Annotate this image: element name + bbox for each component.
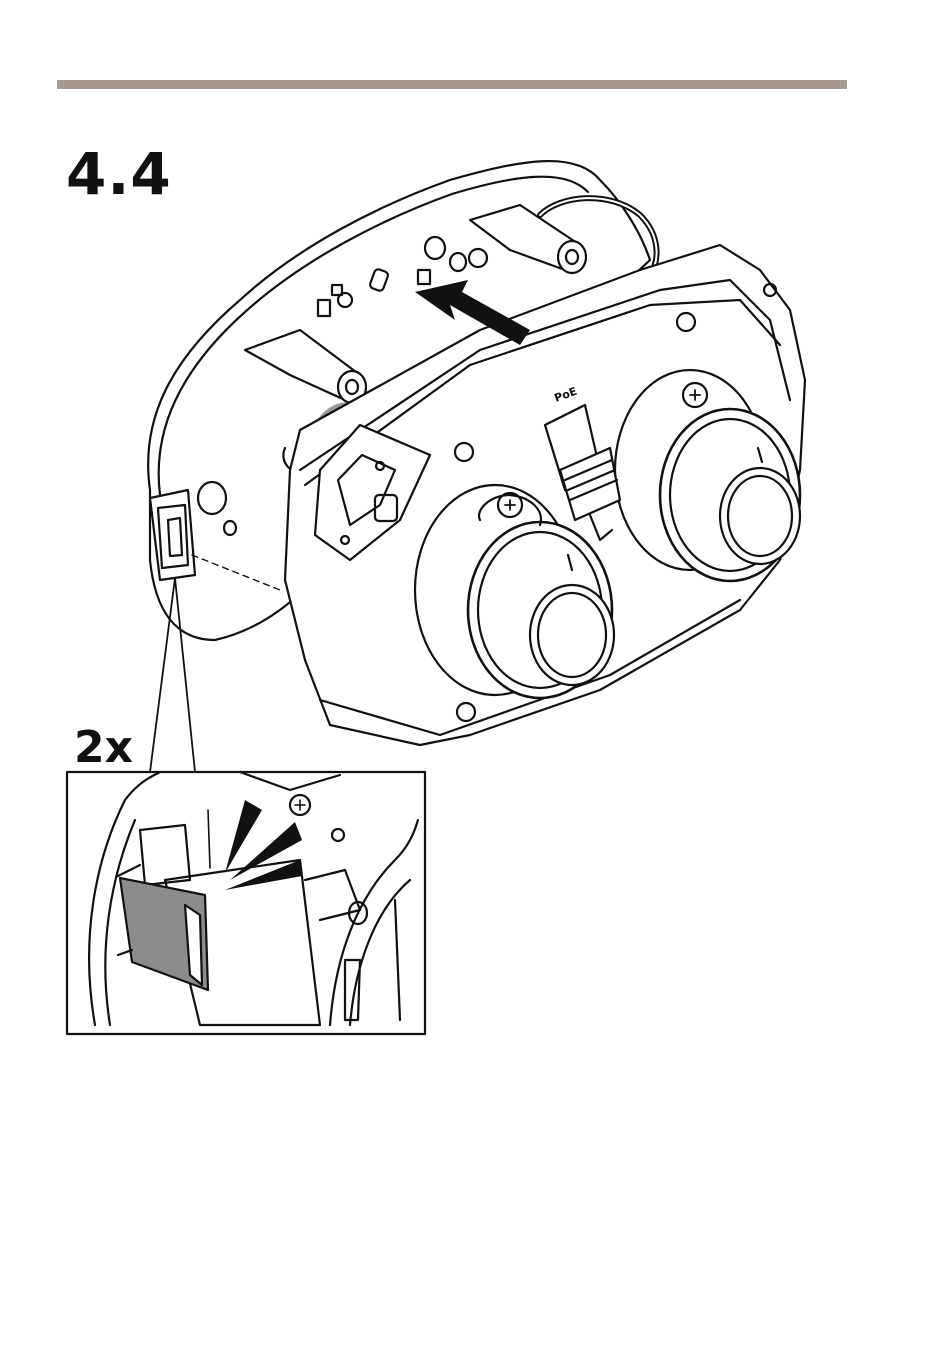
detail-inset — [67, 772, 425, 1034]
quantity-label: 2x — [74, 722, 133, 773]
